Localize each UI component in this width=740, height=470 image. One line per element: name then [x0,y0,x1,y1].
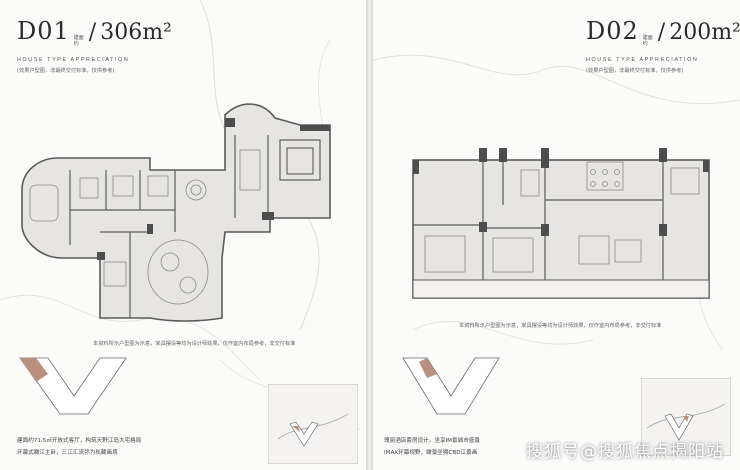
plan-title: D02 建面约 / 200m² [586,17,740,47]
unit-area: 200m² [669,20,740,45]
subtitle-en: HOUSE TYPE APPRECIATION [586,57,699,63]
title-slash: / [88,20,97,45]
feature-line-1: 瑰丽酒店套房设计，坐享IM景城市盛景 [384,438,480,444]
feature-text: 建面约71.5㎡开放式客厅，构筑天野江岛大宅格局 环幕式瞰江主卧，三江汇流弥为私… [17,435,141,459]
book-gutter [366,0,373,470]
unit-area: 306m² [100,20,172,45]
highlighted-unit [20,358,48,382]
floor-plan-d01 [21,103,331,322]
floor-plan-d02 [412,148,710,299]
feature-text: 瑰丽酒店套房设计，坐享IM景城市盛景 IMAX环幕视野，瞰景坐拥CBD江景画 [384,435,480,459]
key-plan-right [402,357,500,415]
subtitle-cn: (效果户型图，非最终交付标准，仅供参考) [17,68,115,74]
plan-title: D01 建面约 / 306m² [17,17,172,47]
watermark: 搜狐号@搜狐焦点揭阳站 [526,442,724,462]
right-page: D02 建面约 / 200m² HOUSE TYPE APPRECIATION … [373,0,740,470]
feature-line-1: 建面约71.5㎡开放式客厅，构筑天野江岛大宅格局 [17,438,142,444]
subtitle-cn: (效果户型图，非最终交付标准，仅供参考) [586,68,684,74]
title-slash: / [657,20,666,45]
unit-code: D02 [586,17,639,45]
subtitle-en: HOUSE TYPE APPRECIATION [17,57,130,63]
site-plan-left [268,384,358,464]
feature-line-2: IMAX环幕视野，瞰景坐拥CBD江景画 [384,450,478,456]
disclaimer: 本资料所示户型图为示意，家具摆设等均为设计师效果，仅作室内布局参考，非交付标准 [459,323,662,329]
unit-code: D01 [17,17,70,45]
key-plan-left [19,357,127,415]
area-tag: 建面约 [73,35,84,47]
disclaimer: 本资料所示户型图为示意，家具摆设等均为设计师效果，仅作室内布局参考，非交付标准 [93,341,296,347]
area-tag: 建面约 [642,35,653,47]
feature-line-2: 环幕式瞰江主卧，三江汇流弥为私藏画境 [17,450,118,456]
site-plan-right [641,378,731,456]
highlighted-unit [419,358,437,378]
left-page: D01 建面约 / 306m² HOUSE TYPE APPRECIATION … [0,0,366,470]
